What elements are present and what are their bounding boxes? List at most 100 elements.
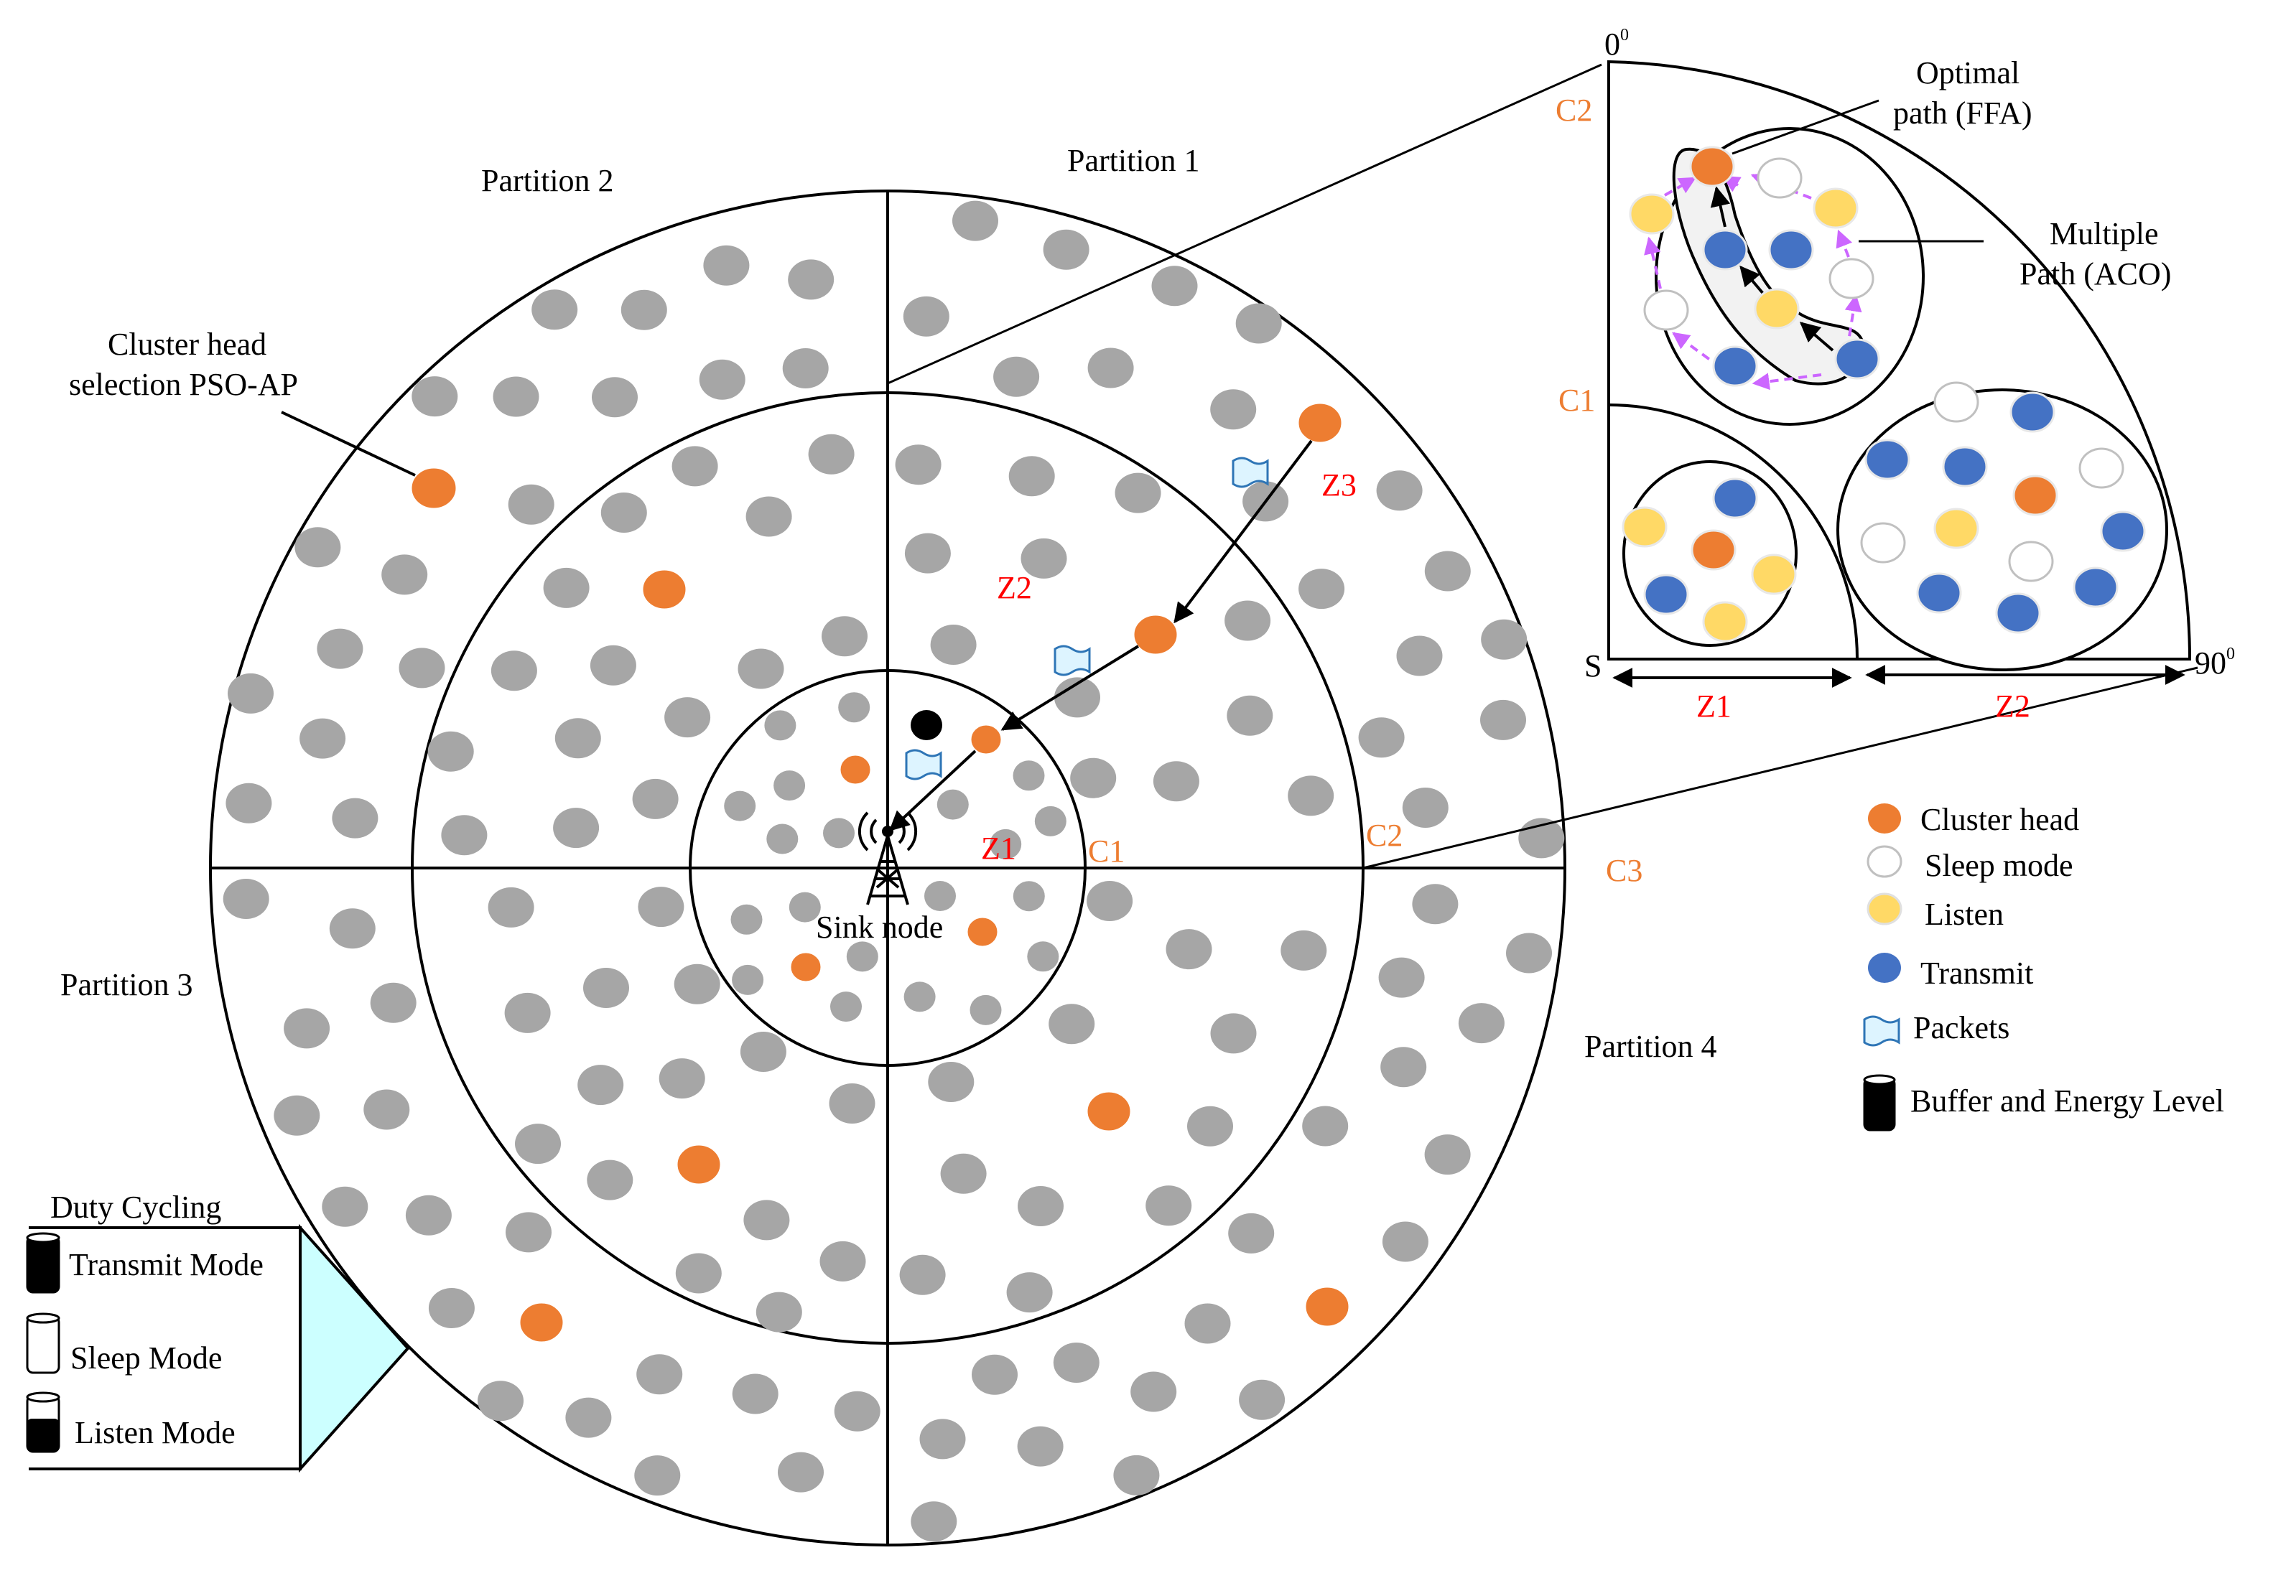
sensor-node [1087, 347, 1134, 388]
route-arrow [1173, 439, 1313, 624]
sensor-node [904, 533, 951, 574]
sensor-node [636, 1354, 683, 1395]
sensor-node [1034, 806, 1066, 836]
sensor-node [952, 200, 998, 241]
sensor-nodes [223, 200, 1565, 1542]
cluster-heads [409, 401, 1351, 1344]
sensor-node [322, 1186, 368, 1227]
sensor-node [1013, 881, 1045, 912]
cluster-head-node [518, 1301, 565, 1344]
cluster-head-callout-line [281, 411, 416, 477]
cluster-head-node [641, 568, 688, 611]
aco-arrow [1664, 177, 1697, 197]
sensor-node [1382, 1221, 1428, 1262]
sensor-node [638, 887, 684, 928]
inset-node-cluster-head [1689, 146, 1735, 187]
inset-node-listen [1754, 288, 1800, 330]
inset-node-transmit [2073, 566, 2119, 608]
sensor-node [822, 616, 868, 657]
inset-node-listen [1813, 187, 1859, 229]
route-arrow [888, 750, 977, 831]
sensor-node [1281, 930, 1327, 971]
sensor-node [903, 296, 949, 337]
sensor-node [329, 908, 376, 949]
sensor-node [899, 1254, 946, 1295]
multiple-path-label-line2: Path (ACO) [2020, 256, 2171, 291]
duty-sleep-label: Sleep Mode [70, 1340, 222, 1376]
sensor-node [294, 527, 341, 568]
sensor-node [565, 1397, 612, 1438]
sensor-node [659, 1058, 705, 1099]
sensor-node [1153, 761, 1199, 802]
legend-packet-icon [1863, 1015, 1900, 1047]
sensor-node [834, 1391, 880, 1432]
inset-node-sleep [1643, 289, 1689, 331]
ffa-optimal-path [1710, 186, 1834, 352]
zone-z2-label: Z2 [997, 570, 1032, 605]
sensor-node [428, 1288, 475, 1328]
aco-arrow [1752, 373, 1822, 391]
legend-item-packets: Packets [1863, 1010, 2009, 1047]
inset-c1-label: C1 [1558, 383, 1595, 418]
sensor-node [1043, 229, 1089, 270]
sensor-node [1480, 699, 1526, 740]
routing-path [888, 439, 1313, 831]
sensor-node [506, 1212, 552, 1253]
sensor-node [930, 625, 977, 665]
sensor-node [674, 963, 720, 1004]
inset-node-transmit [2100, 510, 2146, 552]
sensor-node [1070, 757, 1117, 798]
inset-origin-label: S [1584, 648, 1602, 683]
sensor-node [823, 818, 855, 849]
sink-node-label: Sink node [816, 910, 943, 945]
sensor-node [427, 731, 474, 772]
sensor-node [1518, 818, 1565, 859]
inset-node-listen [1622, 506, 1668, 548]
inset-node-transmit [2009, 391, 2055, 433]
circle-c3-label: C3 [1606, 853, 1642, 888]
sensor-node [1130, 1371, 1177, 1412]
main-field: Partition 1 Partition 2 Partition 3 Part… [60, 143, 1717, 1546]
sensor-node [600, 493, 647, 533]
legend-listen-label: Listen [1925, 897, 2004, 932]
sensor-node [1239, 1379, 1286, 1420]
sensor-node [993, 356, 1040, 397]
sensor-node [590, 645, 636, 686]
sensor-node [1396, 635, 1443, 676]
inset-node-sleep [2078, 447, 2124, 489]
sensor-node [740, 1032, 786, 1072]
sensor-node [724, 790, 756, 821]
sensor-node [1402, 788, 1449, 828]
sensor-node [370, 982, 417, 1023]
sensor-node [1378, 957, 1425, 998]
inset-z1-label: Z1 [1696, 689, 1732, 724]
inset-node-transmit [1864, 439, 1910, 480]
sensor-node [1358, 717, 1405, 758]
sensor-node [911, 1501, 957, 1542]
sensor-node [632, 778, 679, 819]
inset-node-transmit [1712, 477, 1758, 519]
sensor-node [808, 434, 855, 475]
sensor-node [441, 815, 488, 856]
duty-listen-cap [26, 1391, 60, 1403]
inset-nodes [1622, 146, 2146, 643]
multiple-path-label-line1: Multiple [2050, 216, 2159, 251]
sensor-node [1087, 881, 1133, 921]
sensor-node [773, 770, 806, 801]
inset-angle-end: 900 [2195, 645, 2235, 681]
sensor-node [1302, 1106, 1349, 1147]
sensor-node [1298, 569, 1345, 610]
sensor-node [531, 289, 578, 330]
sensor-node [789, 892, 821, 923]
legend-cluster-head-label: Cluster head [1920, 802, 2079, 837]
sensor-node [1049, 1004, 1095, 1045]
inset-z2-label: Z2 [1995, 689, 2030, 724]
legend-item-transmit: Transmit [1868, 953, 2033, 991]
sensor-node [284, 1008, 330, 1049]
cluster-head-node [1132, 613, 1179, 656]
quadrant-inner-arc-c1 [1608, 403, 1859, 660]
sensor-node [1151, 266, 1198, 307]
sensor-node [1228, 1213, 1275, 1254]
sensor-node [493, 376, 539, 417]
